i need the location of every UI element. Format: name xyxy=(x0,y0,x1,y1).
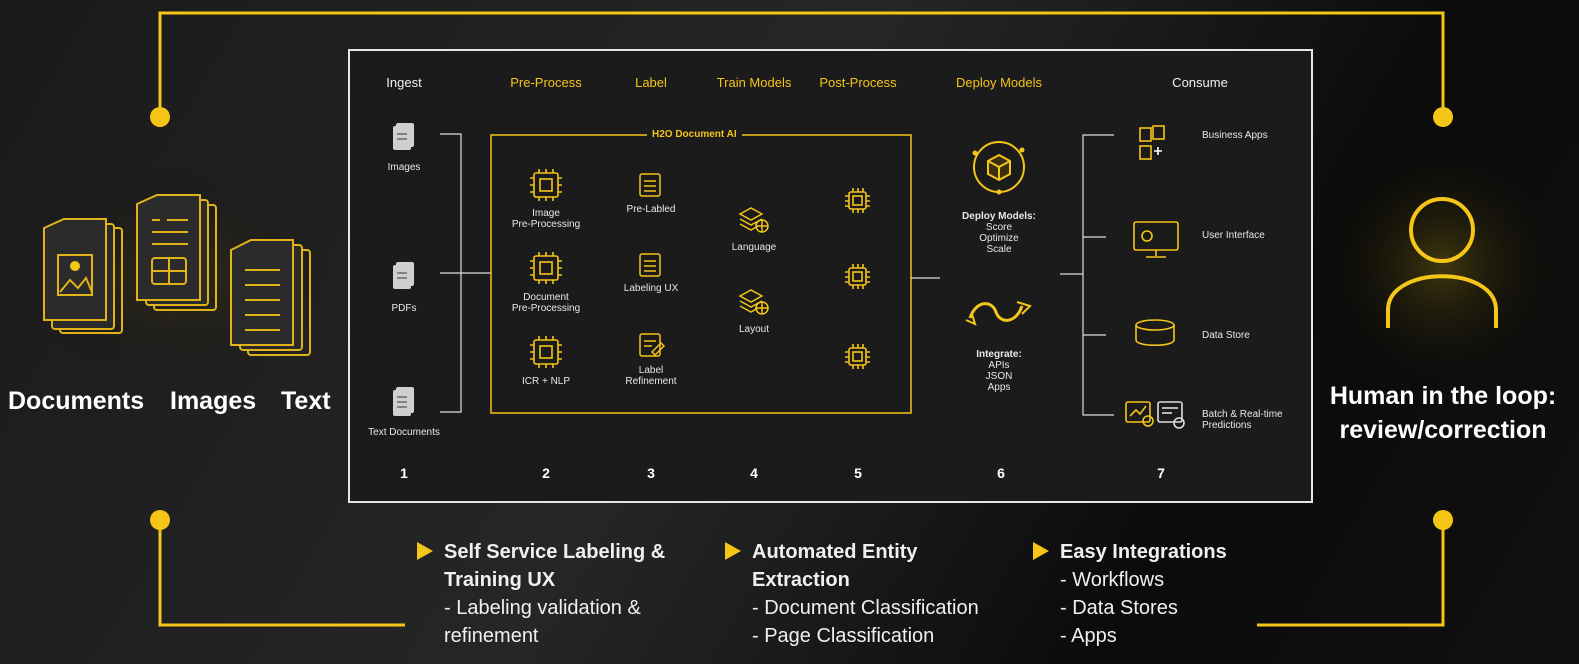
feature-labeling-title: Self Service Labeling & Training UX xyxy=(444,541,666,591)
stage-number-3: 3 xyxy=(647,465,655,481)
feature-extraction-title: Automated Entity Extraction xyxy=(752,541,918,591)
integrate-title: Integrate: xyxy=(976,349,1022,360)
stage-header-postprocess: Post-Process xyxy=(819,75,897,90)
stage-number-6: 6 xyxy=(997,465,1005,481)
consume-item-batch-predictions: Batch & Real-time Predictions xyxy=(1202,409,1283,431)
stage-header-consume: Consume xyxy=(1172,75,1228,90)
arrow-bullet-icon xyxy=(417,542,433,560)
stage-header-label: Label xyxy=(635,75,667,90)
integrate-items: APIs JSON Apps xyxy=(985,360,1013,393)
deploy-models-items: Score Optimize Scale xyxy=(979,222,1019,255)
train-item-language: Language xyxy=(731,242,777,253)
preprocess-item-image: Image Pre-Processing xyxy=(511,208,581,230)
label-item-labeling-ux: Labeling UX xyxy=(623,283,679,294)
consume-item-business-apps: Business Apps xyxy=(1202,130,1268,141)
stage-number-7: 7 xyxy=(1157,465,1165,481)
ingest-item-images: Images xyxy=(387,162,421,173)
stage-header-preprocess: Pre-Process xyxy=(510,75,582,90)
stage-header-deploy: Deploy Models xyxy=(956,75,1042,90)
label-text: Text xyxy=(281,387,331,415)
stage-number-5: 5 xyxy=(854,465,862,481)
feature-integrations: Easy Integrations - Workflows - Data Sto… xyxy=(1033,538,1280,650)
label-images: Images xyxy=(170,387,257,415)
feature-labeling: Self Service Labeling & Training UX - La… xyxy=(417,538,724,650)
ingest-item-pdfs: PDFs xyxy=(391,303,417,314)
train-item-layout: Layout xyxy=(738,324,770,335)
feature-extraction-details: - Document Classification - Page Classif… xyxy=(752,597,979,647)
human-in-loop-subtitle: review/correction xyxy=(1339,416,1547,444)
feature-integrations-details: - Workflows - Data Stores - Apps xyxy=(1060,569,1178,647)
documents-illustration xyxy=(43,194,311,356)
ingest-item-text-documents: Text Documents xyxy=(368,427,440,438)
stage-number-2: 2 xyxy=(542,465,550,481)
consume-item-user-interface: User Interface xyxy=(1202,230,1265,241)
consume-item-data-store: Data Store xyxy=(1202,330,1250,341)
human-in-loop-title: Human in the loop: xyxy=(1329,382,1557,410)
arrow-bullet-icon xyxy=(1033,542,1049,560)
core-box-title: H2O Document AI xyxy=(647,129,742,140)
label-item-prelabeled: Pre-Labled xyxy=(626,204,676,215)
arrow-bullet-icon xyxy=(725,542,741,560)
deploy-models-title: Deploy Models: xyxy=(962,211,1036,222)
feature-labeling-details: - Labeling validation & refinement xyxy=(444,597,641,647)
label-documents: Documents xyxy=(8,387,145,415)
stage-header-train: Train Models xyxy=(716,75,792,90)
stage-number-1: 1 xyxy=(400,465,408,481)
feature-integrations-title: Easy Integrations xyxy=(1060,541,1227,563)
feature-extraction: Automated Entity Extraction - Document C… xyxy=(725,538,1032,650)
stage-number-4: 4 xyxy=(750,465,758,481)
preprocess-item-icr-nlp: ICR + NLP xyxy=(521,376,571,387)
preprocess-item-document: Document Pre-Processing xyxy=(511,292,581,314)
stage-header-ingest: Ingest xyxy=(386,75,422,90)
label-item-refinement: Label Refinement xyxy=(625,365,677,387)
